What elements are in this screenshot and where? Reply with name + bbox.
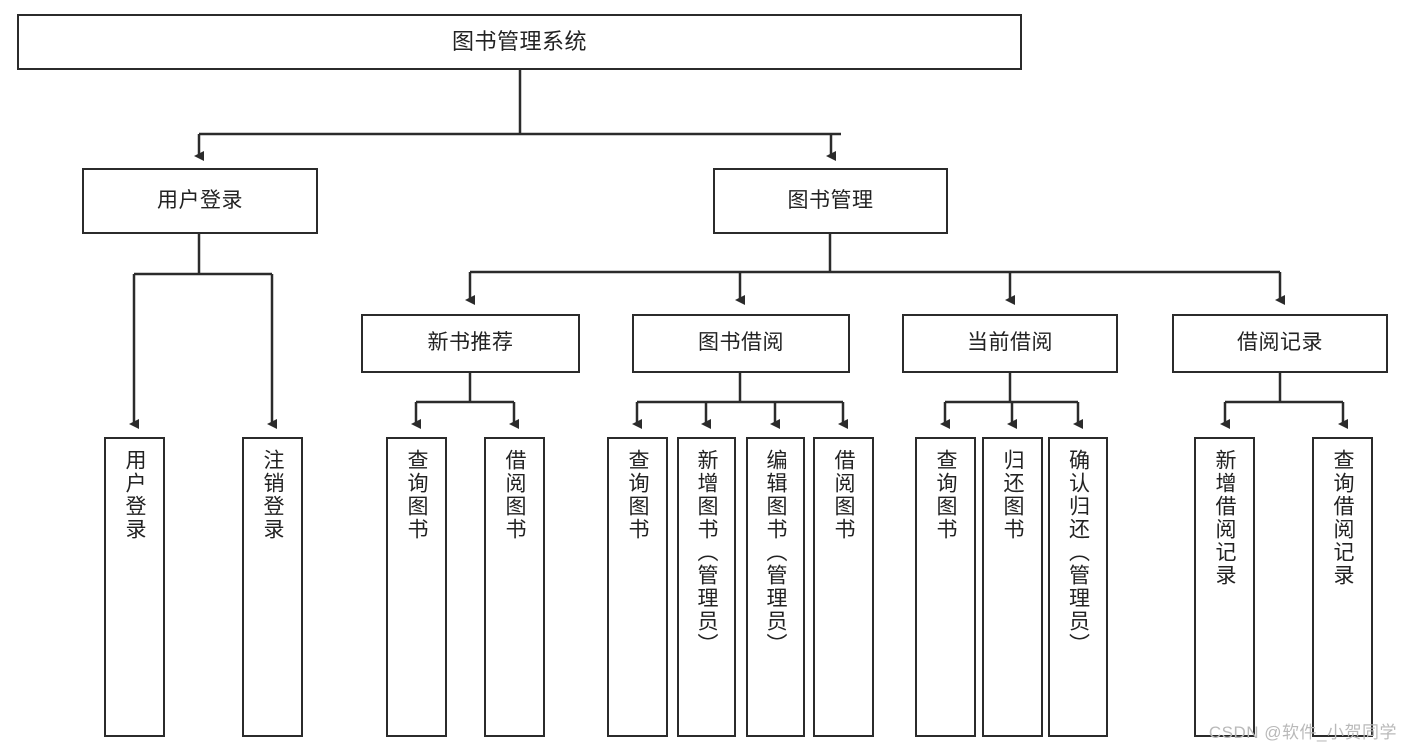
leaf-add-borrow-record[interactable]: 新增借阅记录: [1194, 437, 1255, 737]
node-book-borrow[interactable]: 图书借阅: [632, 314, 850, 373]
leaf-borrow-book-new[interactable]: 借阅图书: [484, 437, 545, 737]
node-label: 查询图书: [934, 449, 958, 541]
leaf-query-book-borrow[interactable]: 查询图书: [607, 437, 668, 737]
node-book-management[interactable]: 图书管理: [713, 168, 948, 234]
leaf-edit-book-admin[interactable]: 编辑图书（管理员）: [746, 437, 805, 737]
node-user-login[interactable]: 用户登录: [82, 168, 318, 234]
leaf-query-book-new[interactable]: 查询图书: [386, 437, 447, 737]
node-label: 编辑图书（管理员）: [764, 449, 788, 656]
node-label: 图书管理系统: [451, 29, 587, 55]
watermark-text: CSDN @软件_小贺同学: [1208, 723, 1397, 742]
leaf-return-book[interactable]: 归还图书: [982, 437, 1043, 737]
node-label: 新增图书（管理员）: [695, 449, 719, 656]
node-label: 查询借阅记录: [1331, 449, 1355, 587]
leaf-borrow-book[interactable]: 借阅图书: [813, 437, 874, 737]
node-label: 新书推荐: [427, 331, 514, 355]
node-root-book-management-system[interactable]: 图书管理系统: [17, 14, 1022, 70]
leaf-query-borrow-record[interactable]: 查询借阅记录: [1312, 437, 1373, 737]
node-label: 注销登录: [261, 449, 285, 541]
leaf-logout[interactable]: 注销登录: [242, 437, 303, 737]
node-new-book-recommend[interactable]: 新书推荐: [361, 314, 580, 373]
leaf-confirm-return-admin[interactable]: 确认归还（管理员）: [1048, 437, 1108, 737]
node-label: 查询图书: [626, 449, 650, 541]
node-borrow-record[interactable]: 借阅记录: [1172, 314, 1388, 373]
leaf-query-book-current[interactable]: 查询图书: [915, 437, 976, 737]
node-label: 新增借阅记录: [1213, 449, 1237, 587]
node-label: 当前借阅: [967, 331, 1053, 355]
node-current-borrow[interactable]: 当前借阅: [902, 314, 1118, 373]
node-label: 归还图书: [1001, 449, 1025, 541]
leaf-add-book-admin[interactable]: 新增图书（管理员）: [677, 437, 736, 737]
node-label: 借阅图书: [832, 449, 856, 541]
node-label: 确认归还（管理员）: [1066, 449, 1090, 656]
node-label: 用户登录: [123, 449, 147, 541]
node-label: 查询图书: [405, 449, 429, 541]
node-label: 图书借阅: [698, 331, 784, 355]
node-label: 图书管理: [787, 188, 874, 212]
node-label: 借阅图书: [503, 449, 527, 541]
leaf-user-login[interactable]: 用户登录: [104, 437, 165, 737]
node-label: 用户登录: [157, 188, 243, 212]
node-label: 借阅记录: [1237, 331, 1323, 355]
